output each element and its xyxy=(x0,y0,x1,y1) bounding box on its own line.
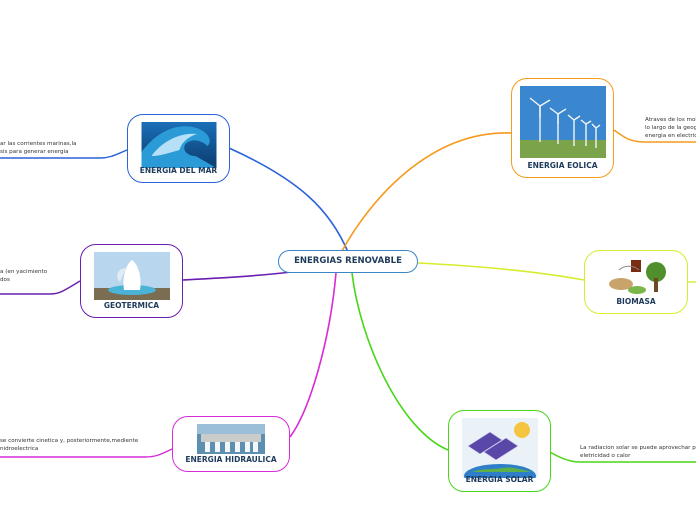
node-energia-hidraulica[interactable]: ENERGIA HIDRAULICA xyxy=(172,416,290,472)
node-label: ENERGIA HIDRAULICA xyxy=(185,455,277,464)
node-energia-eolica[interactable]: ENERGIA EOLICA xyxy=(511,78,614,178)
note-energia-del-mar: ar las corrientes marinas,la sis para ge… xyxy=(0,141,77,156)
ocean-wave-image xyxy=(141,122,216,168)
connector-geo xyxy=(182,270,301,281)
node-energia-del-mar[interactable]: ENERGIA DEL MAR xyxy=(127,114,230,183)
node-label: ENERGIA EOLICA xyxy=(527,161,598,170)
central-topic[interactable]: ENERGIAS RENOVABLE xyxy=(278,250,418,273)
node-label: GEOTERMICA xyxy=(103,301,160,310)
geyser-image xyxy=(93,252,170,300)
connector-solar xyxy=(351,272,449,451)
node-label: ENERGIA DEL MAR xyxy=(139,166,218,175)
biomass-image xyxy=(601,258,671,298)
node-energia-solar[interactable]: ENERGIA SOLAR xyxy=(448,410,551,492)
note-geotermica: a (en yacimiento dos xyxy=(0,269,48,284)
note-connector-solar xyxy=(549,451,696,463)
wind-turbines-image xyxy=(519,86,606,158)
node-label: BIOMASA xyxy=(616,297,656,306)
note-connector-geo xyxy=(0,280,81,295)
connector-hidra xyxy=(289,272,337,438)
solar-panel-image xyxy=(461,418,538,478)
note-energia-eolica: Atraves de los mol lo largo de la geog e… xyxy=(645,117,696,140)
connector-biomasa xyxy=(417,262,585,281)
dam-image xyxy=(197,424,265,454)
connector-mar xyxy=(228,147,349,253)
note-connector-eolica xyxy=(613,129,696,143)
note-connector-hidra xyxy=(0,448,173,458)
node-biomasa[interactable]: BIOMASA xyxy=(584,250,688,314)
note-connector-mar xyxy=(0,149,128,159)
note-energia-hidraulica: se convierte cinetica y, posteriormente,… xyxy=(0,438,139,453)
node-label: ENERGIA SOLAR xyxy=(465,475,534,484)
note-energia-solar: La radiacion solar se puede aprovechar p… xyxy=(580,445,696,460)
node-geotermica[interactable]: GEOTERMICA xyxy=(80,244,183,318)
central-topic-label: ENERGIAS RENOVABLE xyxy=(294,256,402,266)
connector-eolica xyxy=(341,132,512,252)
